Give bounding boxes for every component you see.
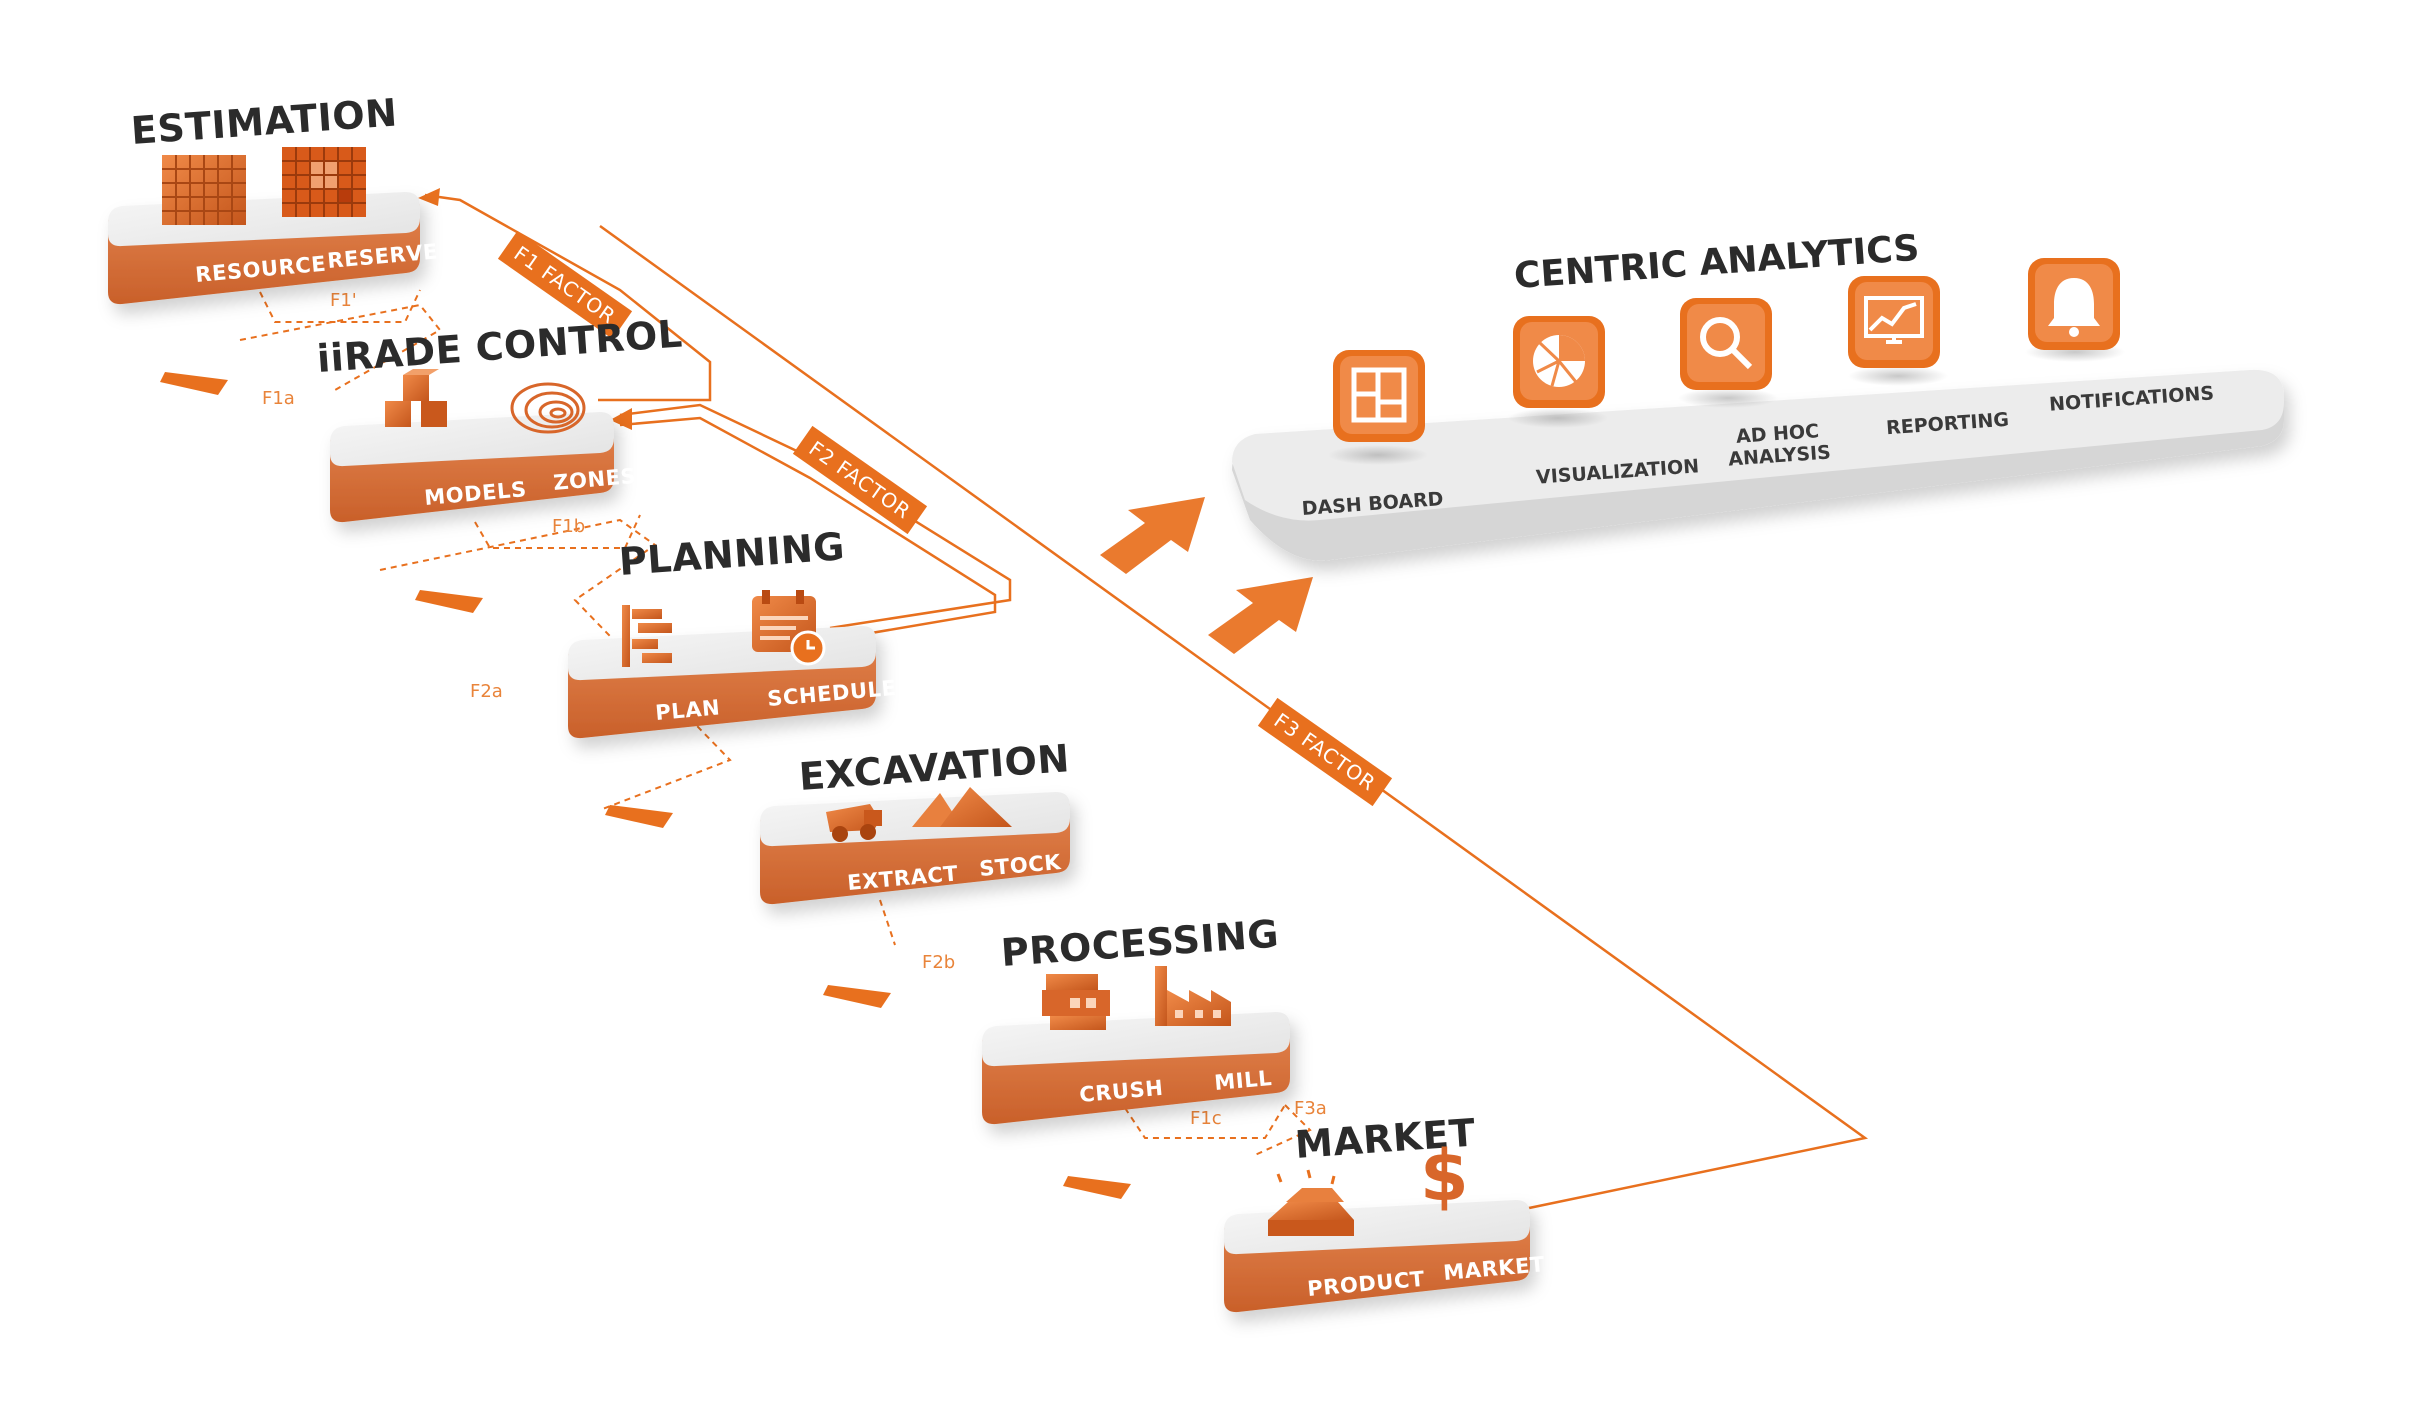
stage-estimation: ESTIMATION RESOURCE RESERVE — [108, 90, 439, 305]
factory-icon — [1155, 966, 1231, 1026]
f2b-loop — [879, 899, 896, 946]
f1-arrowhead — [418, 188, 440, 206]
flow-chevron-icon — [1063, 1176, 1131, 1199]
flow-chevron-icon — [160, 372, 228, 395]
reserve-blocks-icon — [282, 147, 366, 217]
calendar-clock-icon — [752, 590, 826, 666]
stage-excavation: EXCAVATION EXTRACT STOCK — [760, 736, 1071, 905]
mill-label: MILL — [1213, 1066, 1273, 1095]
f3a-label: F3a — [1294, 1098, 1327, 1119]
f3a-loop — [1254, 1104, 1312, 1156]
dollar-icon: $ — [1420, 1135, 1469, 1217]
plan-label: PLAN — [654, 695, 721, 725]
haul-truck-icon — [826, 804, 882, 842]
processing-title: PROCESSING — [1000, 912, 1281, 975]
f1b-label: F1b — [552, 516, 585, 537]
f1-factor-label: F1 FACTOR — [510, 241, 621, 329]
f1c-label: F1c — [1190, 1108, 1222, 1129]
f1b-loop — [474, 514, 641, 549]
zones-contour-icon — [510, 382, 586, 434]
magnifier-icon — [1700, 317, 1753, 370]
stage-processing: PROCESSING CRUSH MILL — [982, 912, 1290, 1125]
subfactor-dashed-loops — [239, 289, 1312, 1156]
gantt-icon — [622, 605, 672, 667]
f1a-label: F1a — [262, 388, 295, 409]
monitor-chart-icon — [1864, 296, 1924, 344]
big-arrow-icon — [1208, 577, 1313, 654]
estimation-title: ESTIMATION — [130, 90, 399, 153]
bell-icon — [2048, 278, 2100, 337]
crusher-icon — [1042, 974, 1110, 1030]
analytics-item-reporting[interactable]: REPORTING — [1848, 276, 2010, 439]
f2-arrowhead — [610, 408, 632, 430]
flow-chevron-icon — [605, 805, 673, 828]
f3-connector — [599, 224, 1869, 1214]
f1prime-label: F1' — [330, 290, 357, 311]
analytics-arrows — [1100, 497, 1313, 654]
gold-bars-icon — [1268, 1169, 1354, 1236]
stage-market: MARKET PRODUCT MARKET $ — [1224, 1110, 1546, 1313]
stockpile-icon — [912, 787, 1012, 827]
planning-title: PLANNING — [618, 524, 847, 584]
f1-connector — [424, 193, 712, 402]
f2-connector-inner — [619, 416, 997, 642]
stage-planning: PLANNING PLAN SCHEDULE — [568, 524, 897, 739]
f2a-loop — [379, 518, 732, 811]
big-arrow-icon — [1100, 497, 1205, 574]
f3-factor-label: F3 FACTOR — [1270, 708, 1381, 796]
centric-analytics: CENTRIC ANALYTICS DASH BOARD — [1232, 228, 2284, 561]
dashboard-grid-icon — [1351, 367, 1407, 423]
f2b-label: F2b — [922, 952, 955, 973]
analytics-item-notifications[interactable]: NOTIFICATIONS — [2025, 258, 2215, 416]
resource-blocks-icon — [162, 155, 246, 225]
grade-control-title: iiRADE CONTROL — [316, 312, 684, 381]
pie-chart-icon — [1533, 335, 1585, 387]
svg-text:$: $ — [1420, 1135, 1469, 1217]
f1a-loop — [239, 303, 442, 391]
subfactor-labels: F1' F1a F1b F2a F2b F1c F3a — [262, 290, 1327, 1129]
f1prime-loop — [259, 289, 421, 323]
flow-chevron-icon — [415, 590, 483, 613]
f2a-label: F2a — [470, 681, 503, 702]
cubes-icon — [385, 369, 447, 427]
excavation-title: EXCAVATION — [798, 736, 1071, 799]
flow-chevrons — [160, 372, 1131, 1199]
flow-chevron-icon — [823, 985, 891, 1008]
